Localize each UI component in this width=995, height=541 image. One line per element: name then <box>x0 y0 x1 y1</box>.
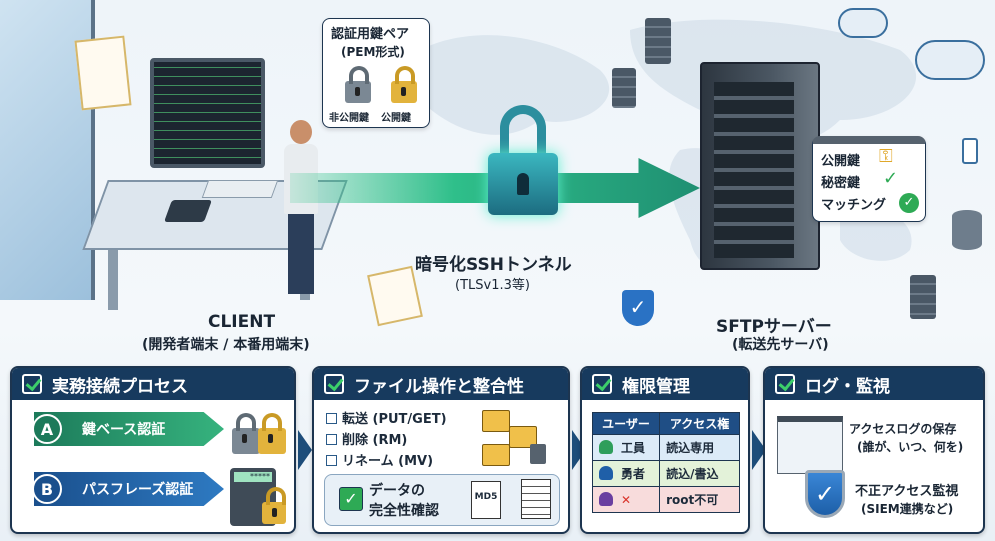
document-check-icon <box>521 479 551 519</box>
file-ops-list: 転送 (PUT/GET) 削除 (RM) リネーム (MV) <box>326 408 447 471</box>
server-title: SFTPサーバー <box>716 317 832 337</box>
key-pair-title: 認証用鍵ペア <box>331 27 410 42</box>
cloud-lock-icon <box>915 40 985 80</box>
op-item: 転送 (PUT/GET) <box>326 408 447 427</box>
padlock-gold-icon <box>262 487 286 524</box>
cloud-lock-icon <box>838 8 888 38</box>
panel-title: 権限管理 <box>622 376 690 397</box>
key-pair-card: 認証用鍵ペア (PEM形式) 非公開鍵 公開鍵 <box>322 18 430 128</box>
desk-leg <box>108 250 118 310</box>
checkbox-icon <box>324 374 344 394</box>
panel-permissions: 権限管理 ユーザーアクセス権 工員読込専用 勇者読込/書込 ✕root不可 <box>580 366 750 534</box>
user-icon <box>599 492 613 506</box>
padlock-gold-icon <box>258 413 286 454</box>
sftp-server-rack <box>700 62 820 270</box>
col-header: ユーザー <box>591 412 661 435</box>
public-key-lock-icon <box>391 66 417 103</box>
folder-icon <box>482 410 510 432</box>
monitor-subtitle: (SIEM連携など) <box>861 502 954 516</box>
col-header: アクセス権 <box>659 412 740 435</box>
tunnel-padlock-icon <box>488 105 558 225</box>
key-pair-format: (PEM形式) <box>341 45 405 59</box>
monitor-with-code <box>150 58 265 168</box>
client-subtitle: (開発者端末 / 本番用端末) <box>142 337 310 353</box>
step-label: 鍵ベース認証 <box>82 422 166 438</box>
panel-file-operations: ファイル操作と整合性 転送 (PUT/GET) 削除 (RM) リネーム (MV… <box>312 366 570 534</box>
server-icon <box>910 275 936 319</box>
integrity-line1: データの <box>369 483 425 499</box>
keypad-display: ***** <box>234 472 272 482</box>
tunnel-subtitle: (TLSv1.3等) <box>455 278 530 293</box>
developer-person <box>280 120 320 300</box>
integrity-line2: 完全性確認 <box>369 503 439 519</box>
check-box-icon: ✓ <box>339 487 363 511</box>
panel-title: ログ・監視 <box>805 376 890 397</box>
tunnel-title: 暗号化SSHトンネル <box>415 255 572 275</box>
log-title: アクセスログの保存 <box>849 422 957 436</box>
shield-check-icon: ✓ <box>805 470 845 518</box>
server-subtitle: (転送先サーバ) <box>732 337 829 353</box>
user-icon <box>599 440 613 454</box>
checkbox-icon <box>775 374 795 394</box>
keyboard <box>201 180 279 198</box>
checkbox-icon <box>22 374 42 394</box>
server-icon <box>612 68 636 108</box>
padlock-gray-icon <box>232 413 260 454</box>
dashboard-chart-icon <box>777 416 843 474</box>
table-row: 工員読込専用 <box>591 434 740 461</box>
permissions-table: ユーザーアクセス権 工員読込専用 勇者読込/書込 ✕root不可 <box>591 412 740 513</box>
public-key-label: 公開鍵 <box>381 113 411 124</box>
check-circle-icon: ✓ <box>899 193 919 213</box>
trash-icon <box>530 444 546 464</box>
folder-icon <box>509 426 537 448</box>
step-label: パスフレーズ認証 <box>82 482 194 498</box>
database-icon <box>952 210 982 250</box>
table-row: ✕root不可 <box>591 486 740 513</box>
monitor-title: 不正アクセス監視 <box>855 484 959 499</box>
integrity-box: ✓ データの 完全性確認 MD5 <box>324 474 560 526</box>
table-row: 勇者読込/書込 <box>591 460 740 487</box>
user-icon <box>599 466 613 480</box>
client-title: CLIENT <box>208 312 276 332</box>
panel-logging: ログ・監視 アクセスログの保存 (誰が、いつ、何を) ✓ 不正アクセス監視 (S… <box>763 366 985 534</box>
private-key-lock-icon <box>345 66 371 103</box>
server-icon <box>645 18 671 64</box>
shield-check-icon: ✓ <box>622 290 654 326</box>
key-matching-card: 公開鍵 ⚿ 秘密鍵 ✓ マッチング ✓ <box>812 136 926 222</box>
op-item: リネーム (MV) <box>326 450 447 469</box>
key-icon: ⚿ <box>879 146 893 167</box>
folder-icon <box>482 444 510 466</box>
phone-icon <box>962 138 978 164</box>
key-auth-step: 鍵ベース認証 <box>34 412 224 446</box>
passphrase-auth-step: パスフレーズ認証 <box>34 472 224 506</box>
step-badge-a: A <box>32 414 62 444</box>
step-badge-b: B <box>32 474 62 504</box>
panel-title: ファイル操作と整合性 <box>354 376 524 397</box>
flow-chevron <box>298 430 312 470</box>
log-subtitle: (誰が、いつ、何を) <box>857 440 964 454</box>
certificate-icon <box>74 35 132 111</box>
private-key-label: 非公開鍵 <box>329 113 369 124</box>
server-public-key-label: 公開鍵 <box>821 154 861 169</box>
matching-label: マッチング <box>821 198 887 213</box>
tablet <box>163 200 213 222</box>
checkbox-icon <box>592 374 612 394</box>
server-private-key-label: 秘密鍵 <box>821 176 861 191</box>
panel-connection-process: 実務接続プロセス 鍵ベース認証 A パスフレーズ認証 B ***** <box>10 366 296 534</box>
md5-file-icon: MD5 <box>471 481 501 519</box>
panel-title: 実務接続プロセス <box>52 376 188 397</box>
op-item: 削除 (RM) <box>326 429 447 448</box>
check-icon: ✓ <box>883 168 899 189</box>
